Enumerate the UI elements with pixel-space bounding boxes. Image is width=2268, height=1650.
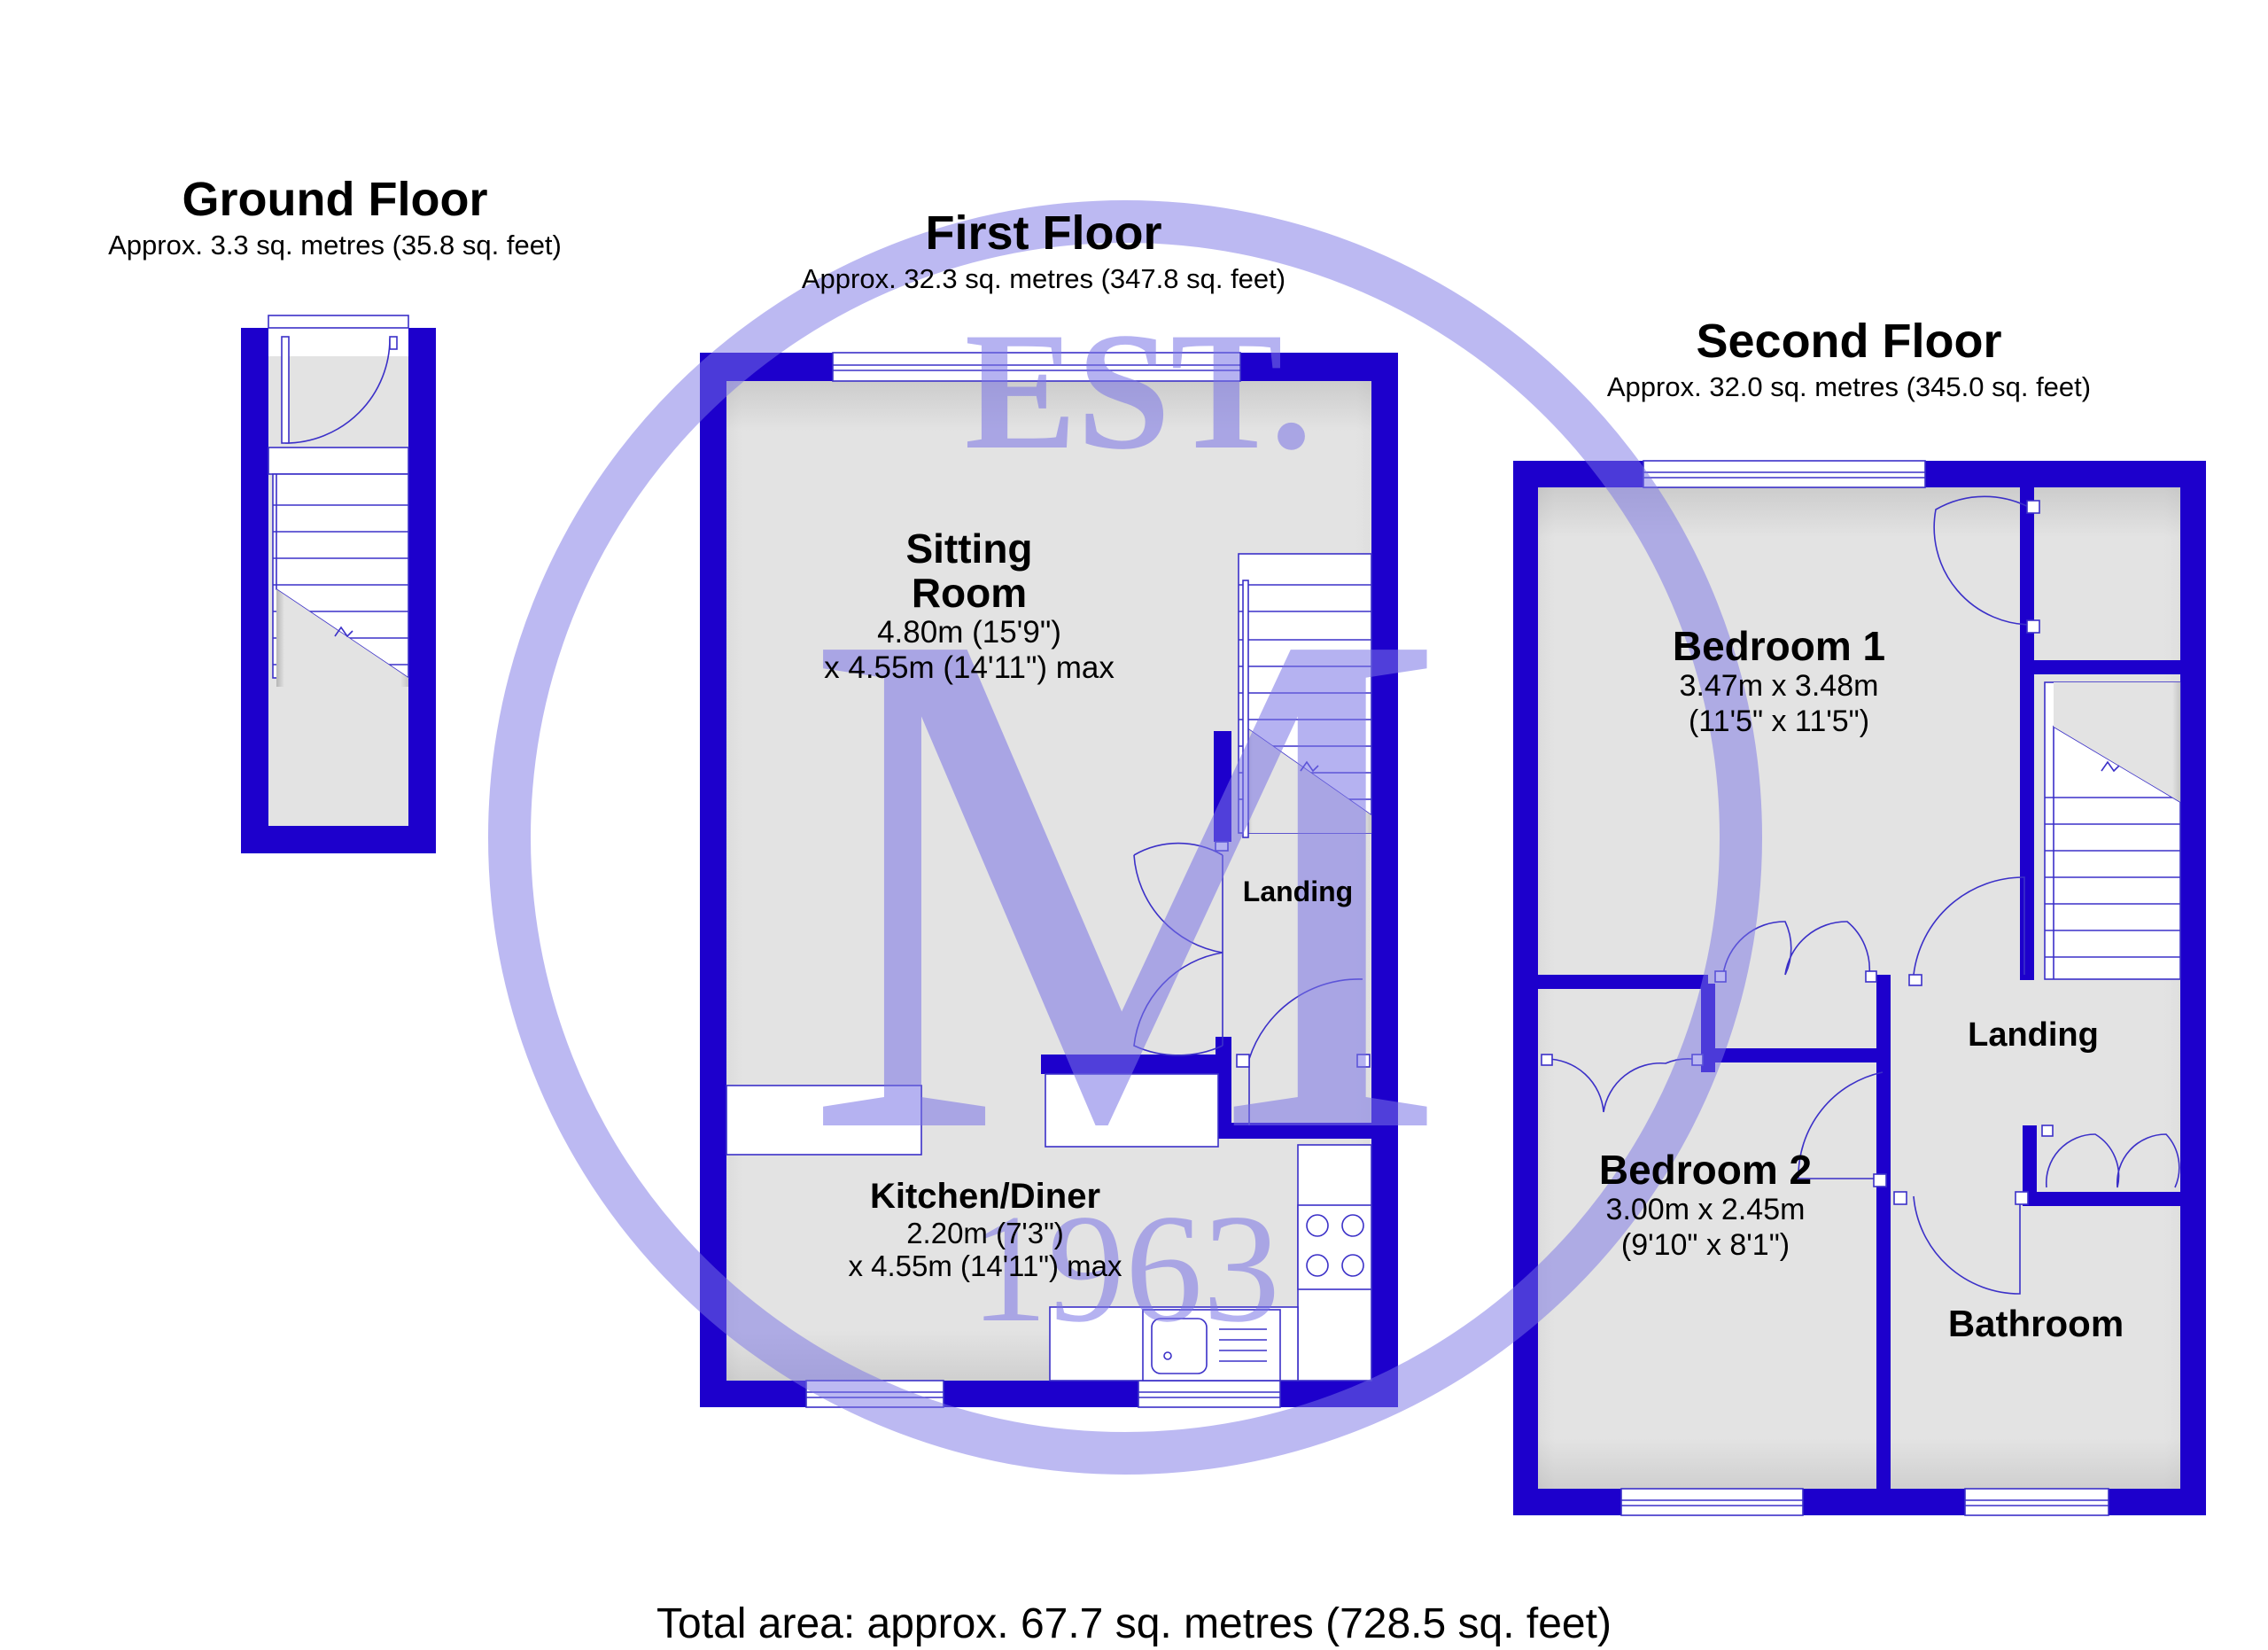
sitting-room-dim-2: x 4.55m (14'11") max	[824, 650, 1115, 685]
total-area: Total area: approx. 67.7 sq. metres (728…	[656, 1600, 1612, 1647]
second-floor-window-bedroom2	[1620, 1488, 1804, 1516]
first-floor-title: First Floor	[926, 206, 1162, 260]
ground-floor	[241, 315, 436, 853]
first-floor-landing-door-swing-2	[1248, 978, 1363, 1125]
second-floor-stair-wall	[2020, 674, 2034, 980]
bedroom2-dim-2: (9'10" x 8'1")	[1621, 1228, 1790, 1262]
sitting-room-dim-1: 4.80m (15'9")	[877, 615, 1061, 650]
second-floor-bedroom2-right-wall	[1876, 1062, 1891, 1489]
landing-second-name: Landing	[1968, 1016, 2099, 1054]
kitchen-diner-name: Kitchen/Diner	[870, 1177, 1100, 1216]
second-floor-bedroom2-door	[1798, 1071, 1884, 1179]
first-floor-hob	[1297, 1204, 1372, 1290]
watermark-ring	[488, 200, 1762, 1475]
second-floor-cupboard-right	[1876, 975, 1891, 1062]
ground-floor-area: Approx. 3.3 sq. metres (35.8 sq. feet)	[108, 230, 562, 261]
first-floor-window-top	[832, 352, 1241, 382]
first-floor-stair-wall	[1214, 731, 1231, 842]
second-floor	[1513, 460, 2206, 1516]
watermark-year: 1963	[970, 1182, 1280, 1354]
first-floor-landing-door-swing-1	[1133, 842, 1223, 1046]
second-floor-stairs	[2044, 681, 2181, 980]
second-floor-bedroom1-bottom-wall	[1538, 975, 1708, 989]
first-floor-sink	[1142, 1309, 1281, 1381]
second-floor-bedroom2-wardrobe	[1545, 1058, 1693, 1113]
sitting-room-name-2: Room	[912, 570, 1027, 616]
first-floor-landing-bottom-wall	[1216, 1123, 1371, 1139]
ground-floor-door-jamb	[389, 336, 398, 350]
second-floor-window-top	[1643, 460, 1926, 488]
sitting-room-name-1: Sitting	[905, 525, 1032, 572]
second-floor-bedroom1-cupboard-door	[1933, 495, 2034, 626]
second-floor-title: Second Floor	[1696, 315, 2001, 368]
second-floor-bathroom-door	[1913, 1195, 2021, 1295]
first-floor-kitchen-wall	[1041, 1055, 1231, 1074]
first-floor	[700, 352, 1398, 1408]
watermark-est: EST.	[965, 299, 1313, 485]
first-floor-window-bottom-right	[1138, 1380, 1281, 1408]
bathroom-name: Bathroom	[1948, 1303, 2124, 1344]
second-floor-landing-cupboard-doors	[2045, 1133, 2180, 1188]
kitchen-diner-dim-2: x 4.55m (14'11") max	[848, 1249, 1122, 1282]
ground-floor-stairs	[268, 447, 409, 687]
second-floor-bedroom1-door	[1913, 876, 2025, 976]
second-floor-area: Approx. 32.0 sq. metres (345.0 sq. feet)	[1607, 371, 2091, 402]
second-floor-window-bathroom	[1964, 1488, 2109, 1516]
first-floor-worktop-left	[726, 1085, 922, 1156]
bedroom2-dim-1: 3.00m x 2.45m	[1606, 1193, 1806, 1226]
second-floor-stair-top-wall	[2020, 660, 2180, 674]
bedroom1-dim-2: (11'5" x 11'5")	[1689, 704, 1869, 738]
second-floor-bath-wall-left	[2023, 1125, 2037, 1205]
first-floor-space-shade	[726, 381, 1371, 1381]
watermark: EST. M 1963	[488, 200, 1762, 1475]
watermark-letter: M	[802, 479, 1448, 1283]
second-floor-stair-left-wall	[2020, 483, 2034, 660]
bedroom2-name: Bedroom 2	[1599, 1147, 1812, 1193]
ground-floor-title: Ground Floor	[183, 173, 488, 226]
second-floor-cupboard-bottom	[1701, 1048, 1889, 1062]
first-floor-stairs	[1238, 553, 1372, 838]
second-floor-bath-wall	[2023, 1192, 2180, 1206]
bedroom1-name: Bedroom 1	[1673, 623, 1885, 669]
ground-floor-walls	[241, 328, 436, 853]
ground-floor-door-frame	[268, 315, 409, 329]
first-floor-area: Approx. 32.3 sq. metres (347.8 sq. feet)	[802, 263, 1285, 294]
kitchen-diner-dim-1: 2.20m (7'3")	[906, 1217, 1064, 1249]
first-floor-worktop-mid	[1045, 1073, 1219, 1148]
bedroom1-dim-1: 3.47m x 3.48m	[1680, 669, 1879, 703]
landing-first-name: Landing	[1243, 876, 1353, 907]
ground-floor-door-post	[281, 336, 290, 444]
